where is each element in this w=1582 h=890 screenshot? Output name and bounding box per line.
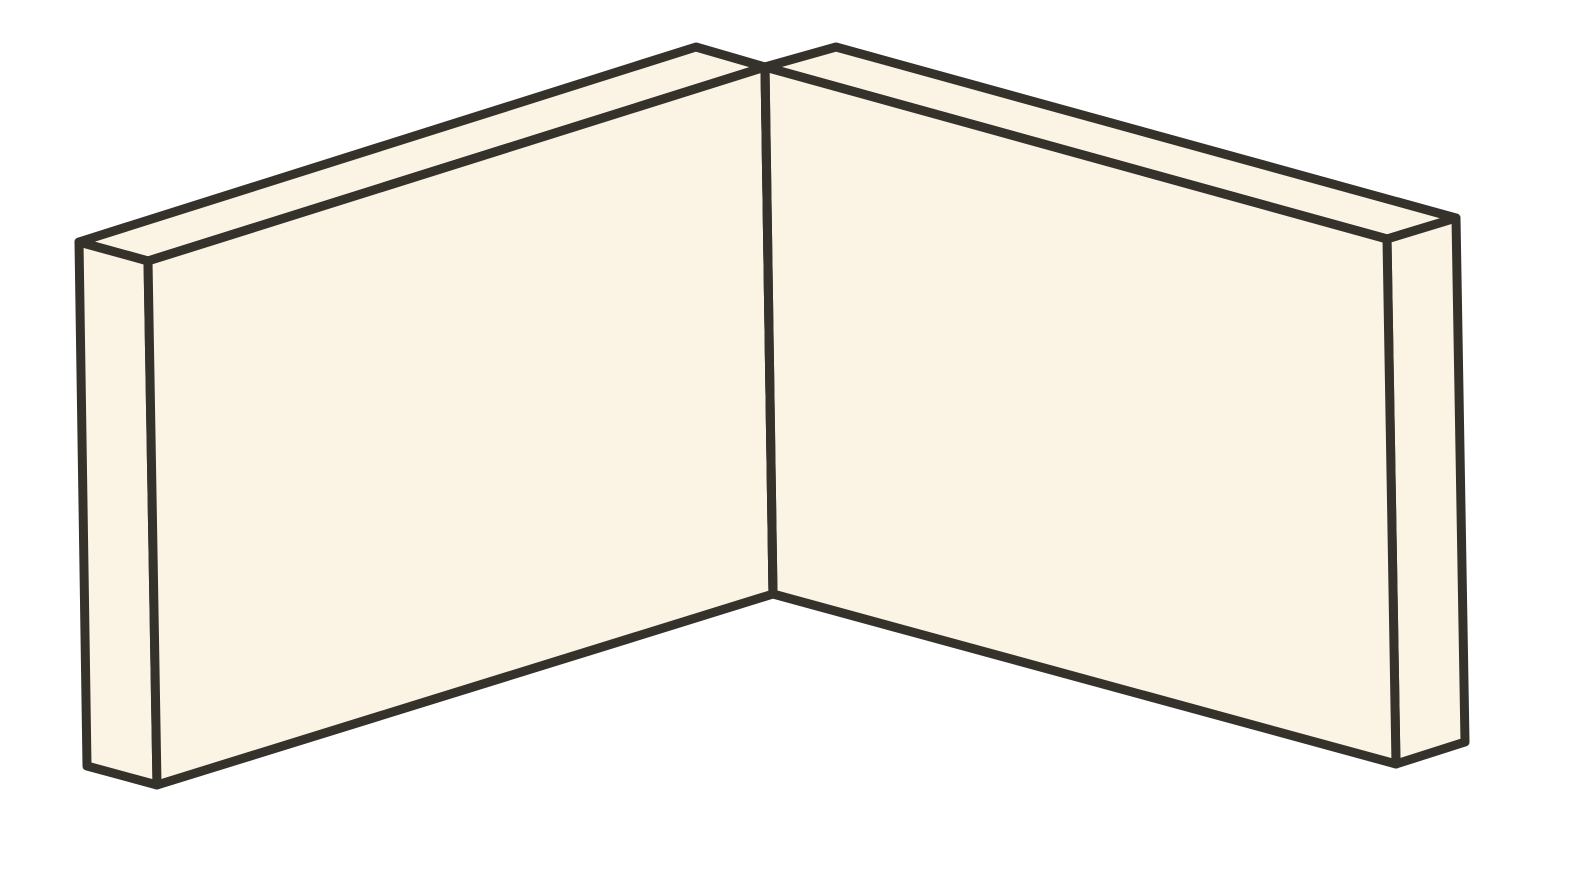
corner-joint-edge [760,62,778,599]
left-wall-panel [74,42,778,790]
